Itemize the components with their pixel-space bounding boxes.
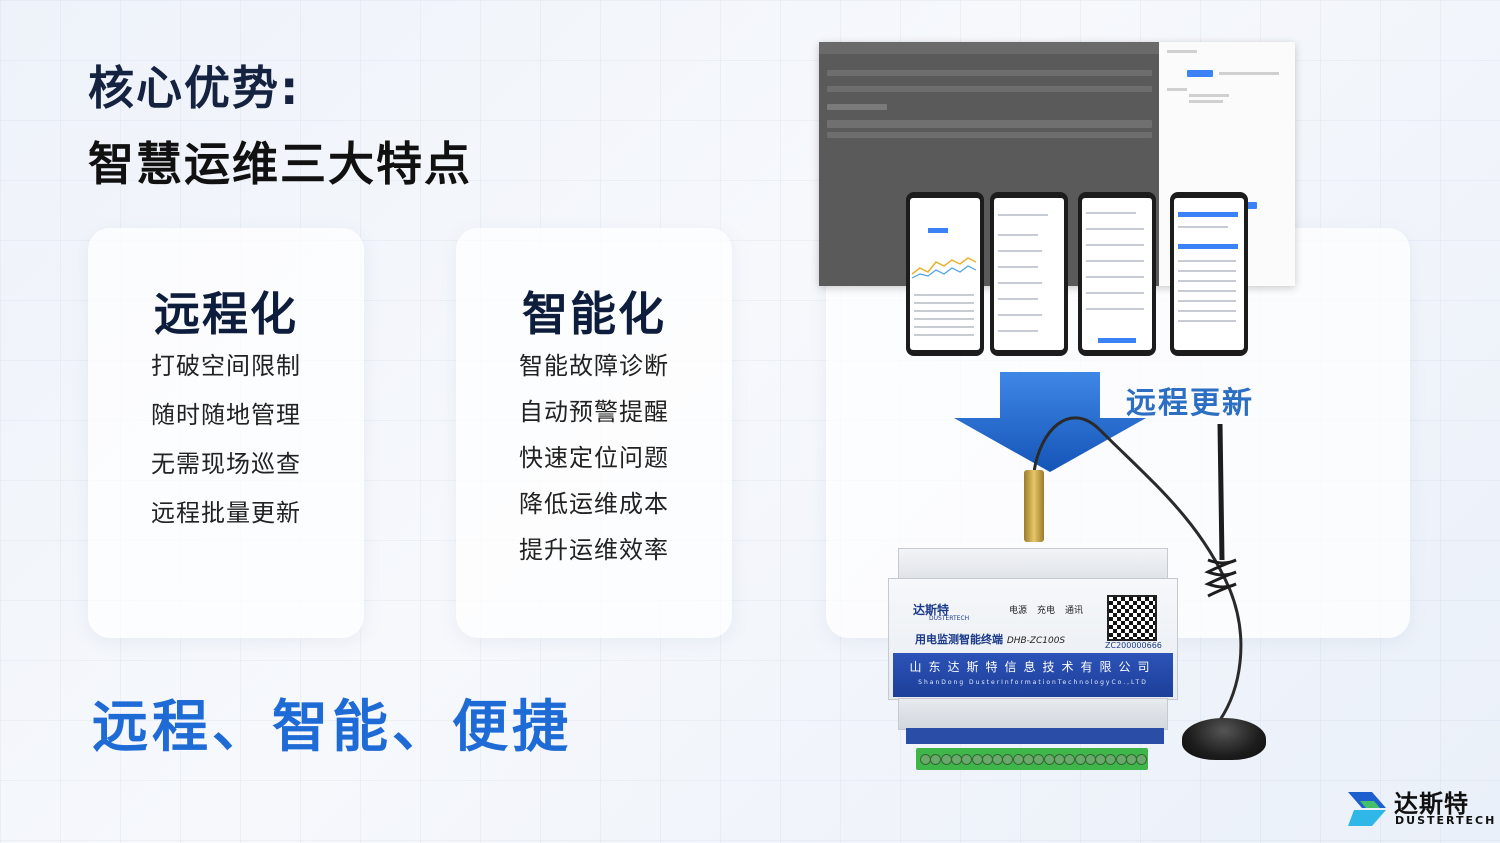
panel-button [1187,70,1213,77]
terminal-screw [930,754,942,765]
screenshot-row [827,104,887,110]
page-subtitle: 智慧运维三大特点 [88,137,472,191]
brand-english: DUSTERTECH [1395,814,1497,827]
slogan: 远程、智能、便捷 [92,695,572,760]
antenna-cable [1032,416,1243,721]
panel-line [1167,88,1187,91]
list-item: 快速定位问题 [519,444,669,472]
screenshot-row [827,86,1152,92]
panel-line [1189,94,1229,97]
device-model-code: DHB-ZC100S [1006,636,1066,646]
antenna-base [1182,718,1266,760]
list-item: 无需现场巡查 [151,450,301,478]
page-title: 核心优势: [88,61,301,115]
terminal-screw [1064,754,1076,765]
card-remote: 远程化 打破空间限制 随时随地管理 无需现场巡查 远程批量更新 [88,228,364,638]
screenshot-row [827,132,1152,138]
qr-code-icon [1107,595,1157,641]
device-pin-labels [906,728,1164,744]
terminal-screw [1074,754,1086,765]
screenshot-toolbar [819,42,1159,54]
terminal-screw [971,754,983,765]
device-company-en: ShanDong DusterInformationTechnologyCo.,… [918,679,1148,686]
feature-list: 智能故障诊断 自动预警提醒 快速定位问题 降低运维成本 提升运维效率 [456,346,732,576]
device-model-name: 用电监测智能终端 [915,633,1003,646]
antenna-connector [1024,470,1044,542]
brand-logo: 达斯特 DUSTERTECH [1346,784,1496,830]
monitoring-terminal-device: 达斯特 DUSTERTECH 电源 充电 通讯 用电监测智能终端 DHB-ZC1… [888,540,1178,772]
terminal-screw [1002,754,1014,765]
device-front-panel: 达斯特 DUSTERTECH 电源 充电 通讯 用电监测智能终端 DHB-ZC1… [888,578,1178,700]
panel-button [1243,202,1257,209]
list-item: 打破空间限制 [151,352,301,380]
list-item: 自动预警提醒 [519,398,669,426]
terminal-screw [1033,754,1045,765]
device-lower-body [898,698,1168,730]
list-item: 随时随地管理 [151,401,301,429]
phone-screen-4 [1170,192,1248,356]
panel-line [1167,50,1197,53]
terminal-screw [961,754,973,765]
device-serial: ZC200000666 [1105,641,1162,650]
terminal-screw [1105,754,1117,765]
device-model: 用电监测智能终端 DHB-ZC100S [915,631,1065,647]
phone-screen-2 [990,192,1068,356]
device-company: 山东达斯特信息技术有限公司 [909,660,1157,674]
indicator-comm: 通讯 [1065,606,1084,616]
indicator-power: 电源 [1009,606,1028,616]
card-title: 远程化 [154,287,298,341]
list-item: 远程批量更新 [151,499,301,527]
antenna-whip [1217,423,1225,561]
panel-line [1189,100,1223,103]
list-item: 提升运维效率 [519,536,669,564]
remote-update-label: 远程更新 [1126,386,1254,421]
list-item: 降低运维成本 [519,490,669,518]
device-logo-sub: DUSTERTECH [929,615,970,622]
brand-mark-icon [1348,792,1386,826]
phone-screen-1 [906,192,984,356]
screenshot-row [827,70,1152,76]
indicator-charge: 充电 [1037,606,1056,616]
device-company-strip: 山东达斯特信息技术有限公司 ShanDong DusterInformation… [893,653,1173,697]
brand-name: 达斯特 [1394,790,1469,818]
card-intelligent: 智能化 智能故障诊断 自动预警提醒 快速定位问题 降低运维成本 提升运维效率 [456,228,732,638]
down-arrow-icon [954,372,1146,472]
terminal-screw [1043,754,1055,765]
device-top [898,548,1168,580]
device-logo: 达斯特 [913,603,950,617]
feature-list: 打破空间限制 随时随地管理 无需现场巡查 远程批量更新 [88,346,364,542]
panel-line [1219,72,1279,75]
terminal-screw [940,754,952,765]
card-title: 智能化 [522,287,666,341]
screenshot-row [827,120,1152,128]
terminal-screw [1136,754,1148,765]
phone-screen-3 [1078,192,1156,356]
terminal-block [916,748,1148,770]
update-arrow-graphic [954,372,1243,721]
list-item: 智能故障诊断 [519,352,669,380]
